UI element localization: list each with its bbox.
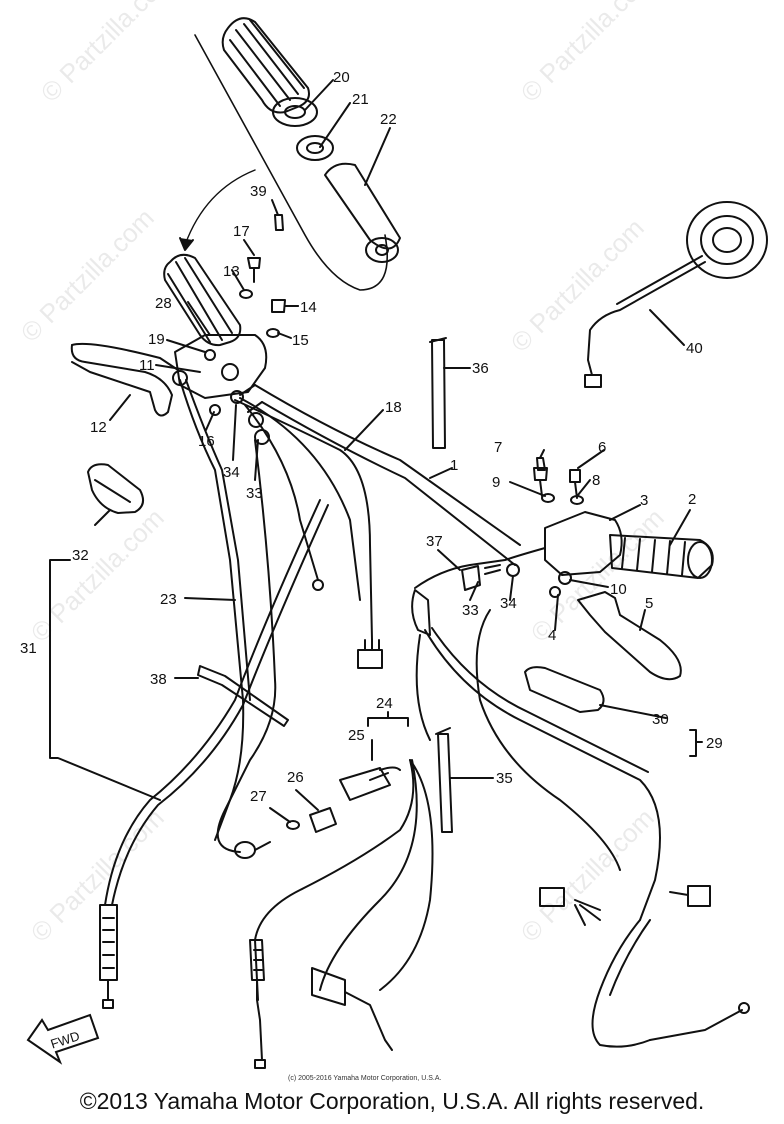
label-7: 7	[494, 439, 502, 456]
label-36: 36	[472, 360, 489, 377]
throttle-cable-24b	[379, 759, 434, 991]
label-24: 24	[376, 695, 393, 712]
throttle-sleeve-22	[324, 162, 401, 250]
label-3: 3	[640, 492, 648, 509]
label-5: 5	[645, 595, 653, 612]
label-21: 21	[352, 91, 369, 108]
clutch-lever-12	[70, 344, 173, 417]
label-13: 13	[223, 263, 240, 280]
label-32: 32	[72, 547, 89, 564]
footer-copyright: ©2013 Yamaha Motor Corporation, U.S.A. A…	[79, 1088, 705, 1114]
label-12: 12	[90, 419, 107, 436]
label-34a: 34	[223, 464, 240, 481]
cable-tie-38	[197, 665, 289, 727]
inset-arrow-line	[184, 169, 256, 246]
cable-tie-35	[437, 733, 453, 833]
label-39: 39	[250, 183, 267, 200]
left-switch-housing	[174, 334, 268, 399]
label-11: 11	[139, 357, 155, 374]
label-28: 28	[155, 295, 172, 312]
left-grip	[163, 253, 242, 347]
label-6: 6	[598, 439, 606, 456]
label-38: 38	[150, 671, 167, 688]
label-34b: 34	[500, 595, 517, 612]
throttle-cable-end	[411, 589, 431, 636]
right-grip-2	[609, 534, 714, 579]
label-14: 14	[300, 299, 317, 316]
adjuster-25	[339, 767, 391, 801]
label-22: 22	[380, 111, 397, 128]
label-20: 20	[333, 69, 350, 86]
cable-tie-36	[431, 339, 446, 449]
label-23: 23	[160, 591, 177, 608]
label-17: 17	[233, 223, 250, 240]
label-2: 2	[688, 491, 696, 508]
label-10: 10	[610, 581, 627, 598]
throttle-cable-24	[254, 759, 415, 1001]
label-18: 18	[385, 399, 402, 416]
label-29: 29	[706, 735, 723, 752]
handlebar-1	[254, 384, 521, 546]
label-8: 8	[592, 472, 600, 489]
inset-grip	[221, 17, 310, 114]
fwd-arrow: FWD	[26, 1013, 100, 1065]
small-copyright: (c) 2005-2016 Yamaha Motor Corporation, …	[288, 1075, 442, 1082]
washer-21	[296, 135, 334, 161]
label-15: 15	[292, 332, 309, 349]
label-4: 4	[548, 627, 556, 644]
inset-outline	[194, 34, 389, 291]
label-30: 30	[652, 711, 669, 728]
label-9: 9	[492, 474, 500, 491]
label-26: 26	[287, 769, 304, 786]
nut-26	[309, 807, 337, 833]
right-switch-3	[544, 511, 623, 576]
wire-harness	[591, 919, 651, 1048]
label-35: 35	[496, 770, 513, 787]
mirror-40	[584, 201, 768, 388]
label-19: 19	[148, 331, 165, 348]
grip-cap-32	[87, 463, 145, 514]
label-27: 27	[250, 788, 267, 805]
collar-20	[272, 97, 318, 127]
label-1: 1	[450, 457, 458, 474]
part-labels: 20 21 22 39 17 13 14 15 28 19 11 12 16 3…	[20, 69, 723, 805]
brake-lever-5	[577, 591, 682, 681]
label-31: 31	[20, 640, 37, 657]
harness-cover-30	[524, 666, 605, 713]
label-40: 40	[686, 340, 703, 357]
cable-31	[104, 499, 321, 906]
cable-29	[424, 629, 661, 921]
inset-arrowhead	[179, 237, 194, 251]
label-25: 25	[348, 727, 365, 744]
washer-27	[286, 820, 300, 830]
label-33b: 33	[462, 602, 479, 619]
label-37: 37	[426, 533, 443, 550]
label-16: 16	[198, 433, 215, 450]
label-33a: 33	[246, 485, 263, 502]
